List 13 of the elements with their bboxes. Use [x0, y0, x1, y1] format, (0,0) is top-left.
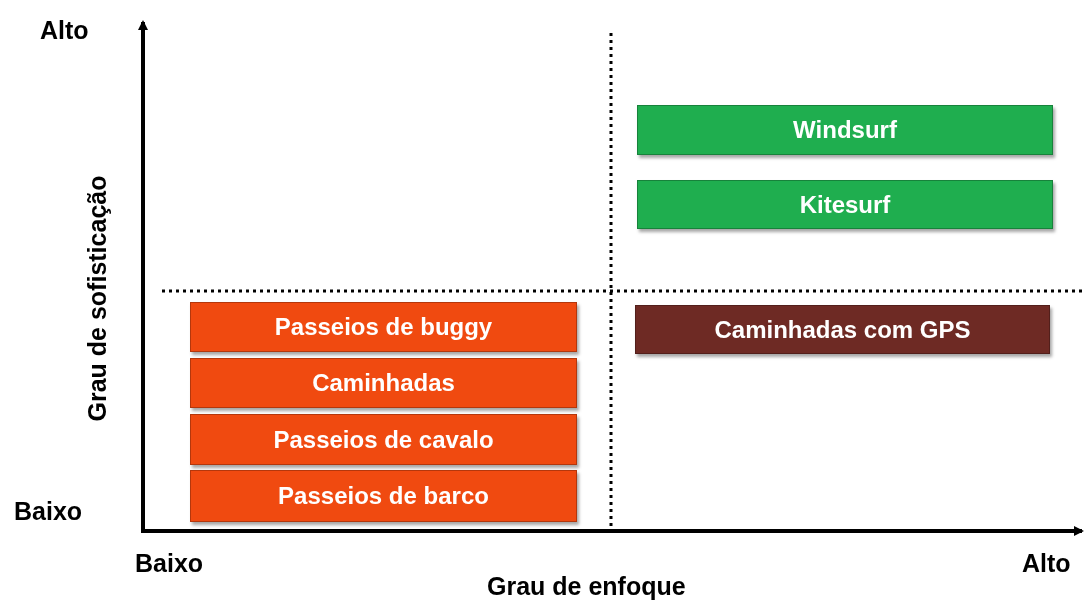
category-box: Windsurf	[637, 105, 1053, 155]
category-box: Passeios de cavalo	[190, 414, 577, 465]
axis-title: Grau de sofisticação	[83, 175, 113, 421]
category-box: Passeios de buggy	[190, 302, 577, 352]
category-box: Kitesurf	[637, 180, 1053, 229]
axis-tick-label: Alto	[1022, 549, 1071, 578]
category-box: Caminhadas	[190, 358, 577, 408]
axis-tick-label: Baixo	[14, 497, 83, 526]
category-box: Passeios de barco	[190, 470, 577, 522]
category-box: Caminhadas com GPS	[635, 305, 1050, 354]
axis-tick-label: Alto	[40, 16, 89, 45]
axis-title: Grau de enfoque	[487, 572, 686, 601]
axis-tick-label: Baixo	[135, 549, 204, 578]
